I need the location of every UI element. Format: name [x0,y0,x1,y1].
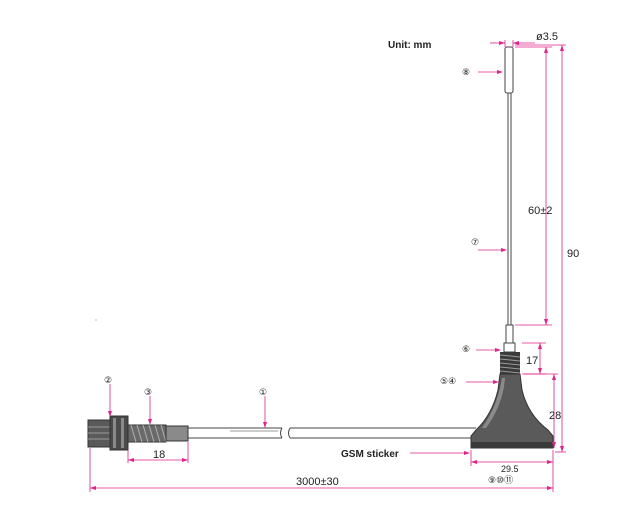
callout-arrowheads [108,70,507,455]
sma-connector [88,416,128,450]
dimension-lines [90,40,566,492]
callout-7: ⑦ [471,237,479,247]
callout-8: ⑧ [462,67,470,77]
callout-leaders [110,72,505,453]
dim-base-diameter: 29.5 [501,464,519,474]
spring-neck [504,343,515,352]
dim-cable-length: 3000±30 [296,476,339,488]
callout-6: ⑥ [462,344,470,354]
connector-body [110,416,128,450]
dim-total-height: 90 [567,248,579,260]
dim-base-height: 28 [549,410,561,422]
magnetic-base [471,374,553,448]
spring-coil [500,352,520,374]
callout-2: ② [104,375,112,385]
dim-tip-diameter: ø3.5 [536,31,558,43]
dim-whip-length: 60±2 [528,205,552,217]
antenna-whip [504,47,515,352]
coax-cable [188,428,476,438]
callout-1: ① [259,387,267,397]
scan-dot [95,319,97,321]
callout-5-4: ⑤④ [440,376,456,386]
gsm-sticker-label: GSM sticker [341,449,399,460]
dim-connector-length: 18 [153,449,165,461]
whip-tip-cap [505,47,513,93]
whip-sleeve [506,325,513,343]
callout-3: ③ [144,387,152,397]
dimension-arrowheads [90,41,564,490]
callout-9-10-11: ⑨⑩⑪ [488,475,513,485]
unit-label: Unit: mm [388,40,431,51]
dim-spring-height: 17 [526,355,538,367]
crimp-sleeve [128,425,188,442]
